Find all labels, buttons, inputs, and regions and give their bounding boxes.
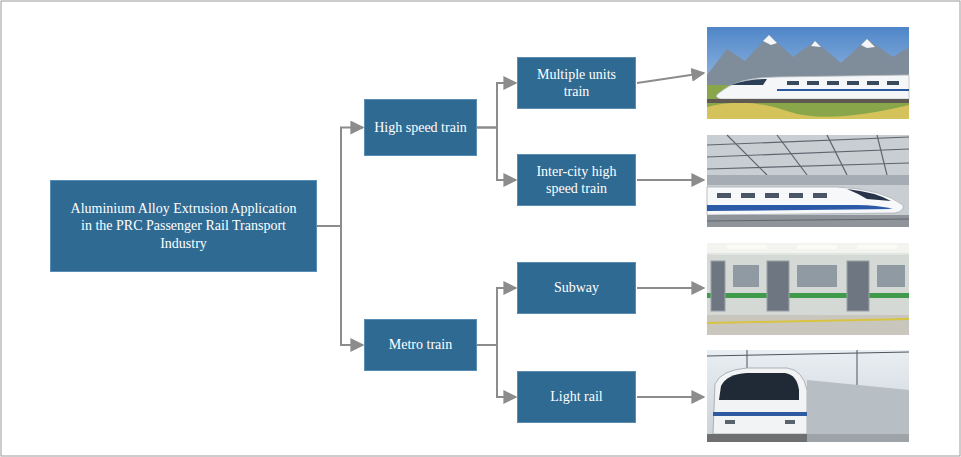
text-group: Multiple units train (526, 66, 627, 101)
box-label: Aluminium Alloy Extrusion Application in… (69, 200, 298, 253)
process-box: Metro train (364, 319, 477, 371)
subway-photo (707, 243, 909, 335)
process-box: Inter-city high speed train (517, 154, 636, 206)
text-group: High speed train (374, 119, 467, 137)
connector-arrow (477, 128, 516, 181)
connector-arrow (317, 128, 363, 227)
box-label: Inter-city high speed train (526, 163, 627, 198)
photo-arrows (637, 73, 704, 397)
text-group: Metro train (389, 336, 452, 354)
train-photo (707, 135, 909, 227)
process-box: High speed train (364, 99, 477, 156)
box-label: Multiple units train (526, 66, 627, 101)
light-rail-photo (707, 350, 909, 442)
process-box: Subway (517, 262, 636, 314)
box-label: Subway (554, 279, 599, 297)
text-group: Light rail (550, 388, 603, 406)
connector-arrow (317, 226, 363, 345)
connector-arrow (477, 345, 516, 397)
text-group: Inter-city high speed train (526, 163, 627, 198)
box-label: High speed train (374, 119, 467, 137)
connector-arrow (477, 83, 516, 128)
process-box: Multiple units train (517, 57, 636, 109)
text-group: Subway (554, 279, 599, 297)
text-group: Aluminium Alloy Extrusion Application in… (69, 200, 298, 253)
train-photo (707, 27, 909, 119)
connector-arrow (477, 288, 516, 345)
process-box: Aluminium Alloy Extrusion Application in… (50, 180, 317, 272)
box-label: Light rail (550, 388, 603, 406)
box-label: Metro train (389, 336, 452, 354)
process-box: Light rail (517, 371, 636, 423)
